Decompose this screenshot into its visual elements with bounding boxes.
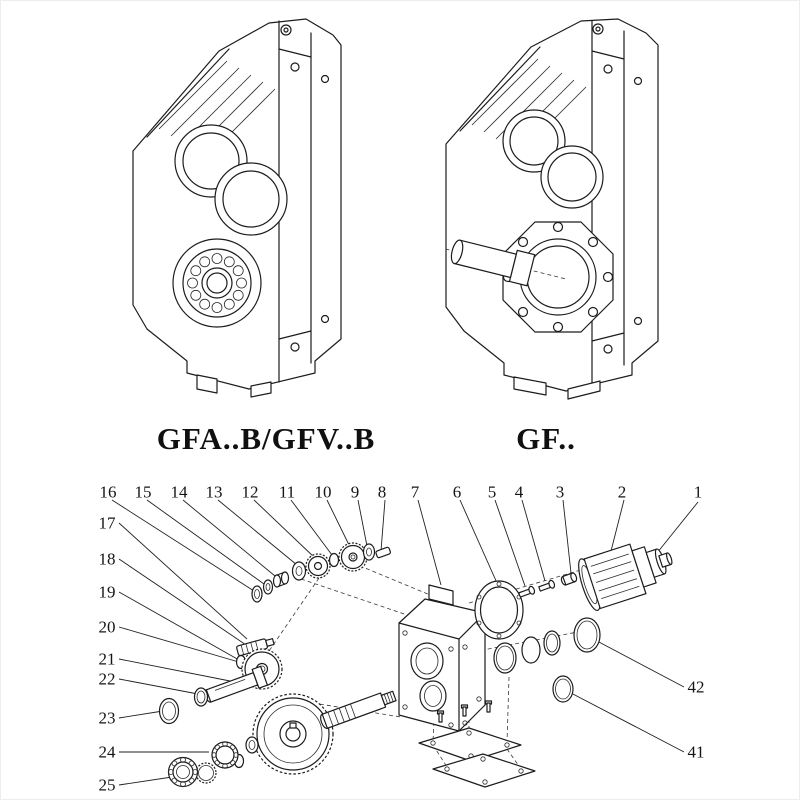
callout-17: 17 <box>98 513 116 533</box>
gearbox-housing <box>398 584 486 732</box>
callout-13: 13 <box>205 482 223 502</box>
gfab-bolt-holes <box>290 62 330 352</box>
callout-12: 12 <box>241 482 259 502</box>
adapter-gasket-ring <box>474 580 524 640</box>
gfab-feet <box>196 374 272 398</box>
callout-2: 2 <box>617 482 627 502</box>
callout-3: 3 <box>555 482 565 502</box>
callout-14: 14 <box>170 482 188 502</box>
callout-19: 19 <box>98 582 116 602</box>
gearbox-gfab-svg <box>132 18 342 398</box>
callout-24: 24 <box>98 742 116 762</box>
bearings <box>167 741 239 788</box>
input-adapter-assembly <box>578 543 673 612</box>
callout-7: 7 <box>410 482 420 502</box>
model-label-gf: GF.. <box>516 421 576 456</box>
callout-21: 21 <box>98 649 116 669</box>
gf-output-shaft <box>445 239 566 287</box>
callout-11: 11 <box>278 482 296 502</box>
callout-18: 18 <box>98 549 116 569</box>
callout-41: 41 <box>687 742 705 762</box>
callout-9: 9 <box>350 482 360 502</box>
gfab-cooling-fins <box>158 60 276 158</box>
cover-plates <box>418 700 536 788</box>
callout-42: 42 <box>687 677 705 697</box>
callout-8: 8 <box>377 482 387 502</box>
gearbox-drawing-gfab-gfvb <box>101 9 391 401</box>
callout-4: 4 <box>514 482 524 502</box>
callout-1: 1 <box>693 482 703 502</box>
callout-23: 23 <box>98 708 116 728</box>
input-shaft-small-parts <box>251 542 391 603</box>
gearbox-drawing-gf <box>416 9 716 406</box>
callout-25: 25 <box>98 775 116 795</box>
callout-15: 15 <box>134 482 152 502</box>
model-label-gfab-gfvb: GFA..B/GFV..B <box>156 421 376 456</box>
callout-22: 22 <box>98 669 116 689</box>
callout-16: 16 <box>99 482 117 502</box>
exploded-leader-lines <box>111 499 699 786</box>
fastener-screws <box>518 572 578 598</box>
gf-gear-bores <box>502 109 604 209</box>
gearbox-gf-svg <box>445 18 659 400</box>
sealing-rings <box>493 617 601 703</box>
gf-breather-plug <box>592 23 604 35</box>
gfab-output-bearing <box>172 238 262 328</box>
gfab-gear-bores <box>174 124 288 236</box>
callout-5: 5 <box>487 482 497 502</box>
gf-feet <box>513 376 601 400</box>
gf-bolt-holes <box>603 64 643 354</box>
callout-10: 10 <box>314 482 332 502</box>
output-shaft-parts <box>158 638 397 775</box>
gfab-breather-plug <box>280 24 292 36</box>
callout-6: 6 <box>452 482 462 502</box>
gf-cooling-fins <box>471 58 587 154</box>
callout-20: 20 <box>98 617 116 637</box>
